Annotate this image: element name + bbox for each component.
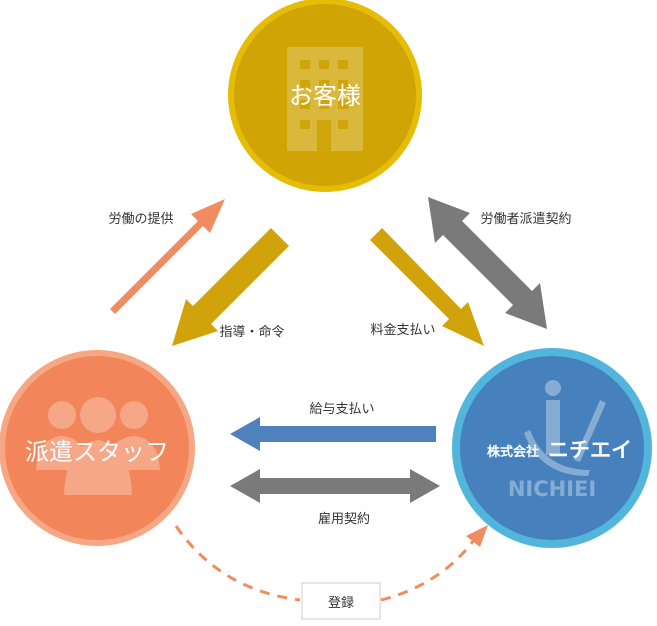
- company-circle: [460, 356, 644, 540]
- customer-label: お客様: [289, 82, 361, 110]
- staff-circle: [5, 356, 189, 540]
- employment-contract-arrow: [230, 469, 440, 503]
- company-brand: ニチエイ: [548, 438, 632, 462]
- company-logo-text: NICHIEI: [508, 477, 596, 501]
- instruction-label: 指導・命令: [219, 324, 284, 340]
- fee-payment-label: 料金支払い: [370, 322, 435, 338]
- registration-line: [174, 525, 488, 602]
- fee-payment-arrow: [370, 228, 484, 346]
- building-windows: [300, 60, 348, 151]
- labor-provision-label: 労働の提供: [108, 211, 173, 227]
- company-prefix: 株式会社: [487, 444, 539, 460]
- salary-payment-label: 給与支払い: [309, 402, 374, 417]
- company-node: NICHIEI 株式会社 ニチエイ: [452, 348, 652, 548]
- registration-label: 登録: [328, 596, 354, 611]
- instruction-arrow: [172, 228, 289, 346]
- staff-node: 派遣スタッフ: [0, 350, 195, 546]
- salary-payment-arrow: [230, 417, 436, 451]
- registration-box: 登録: [301, 582, 381, 620]
- nichiei-logo-icon: [524, 380, 606, 476]
- people-group-icon: [36, 397, 160, 495]
- customer-node: お客様: [228, 0, 422, 192]
- labor-provision-arrow: [110, 199, 225, 314]
- registration-arrowhead: [466, 525, 488, 547]
- employment-contract-label: 雇用契約: [318, 511, 370, 527]
- customer-circle: [234, 4, 416, 186]
- dispatch-contract-arrow: [428, 197, 547, 329]
- staff-label: 派遣スタッフ: [25, 438, 169, 466]
- dispatch-contract-label: 労働者派遣契約: [480, 212, 571, 227]
